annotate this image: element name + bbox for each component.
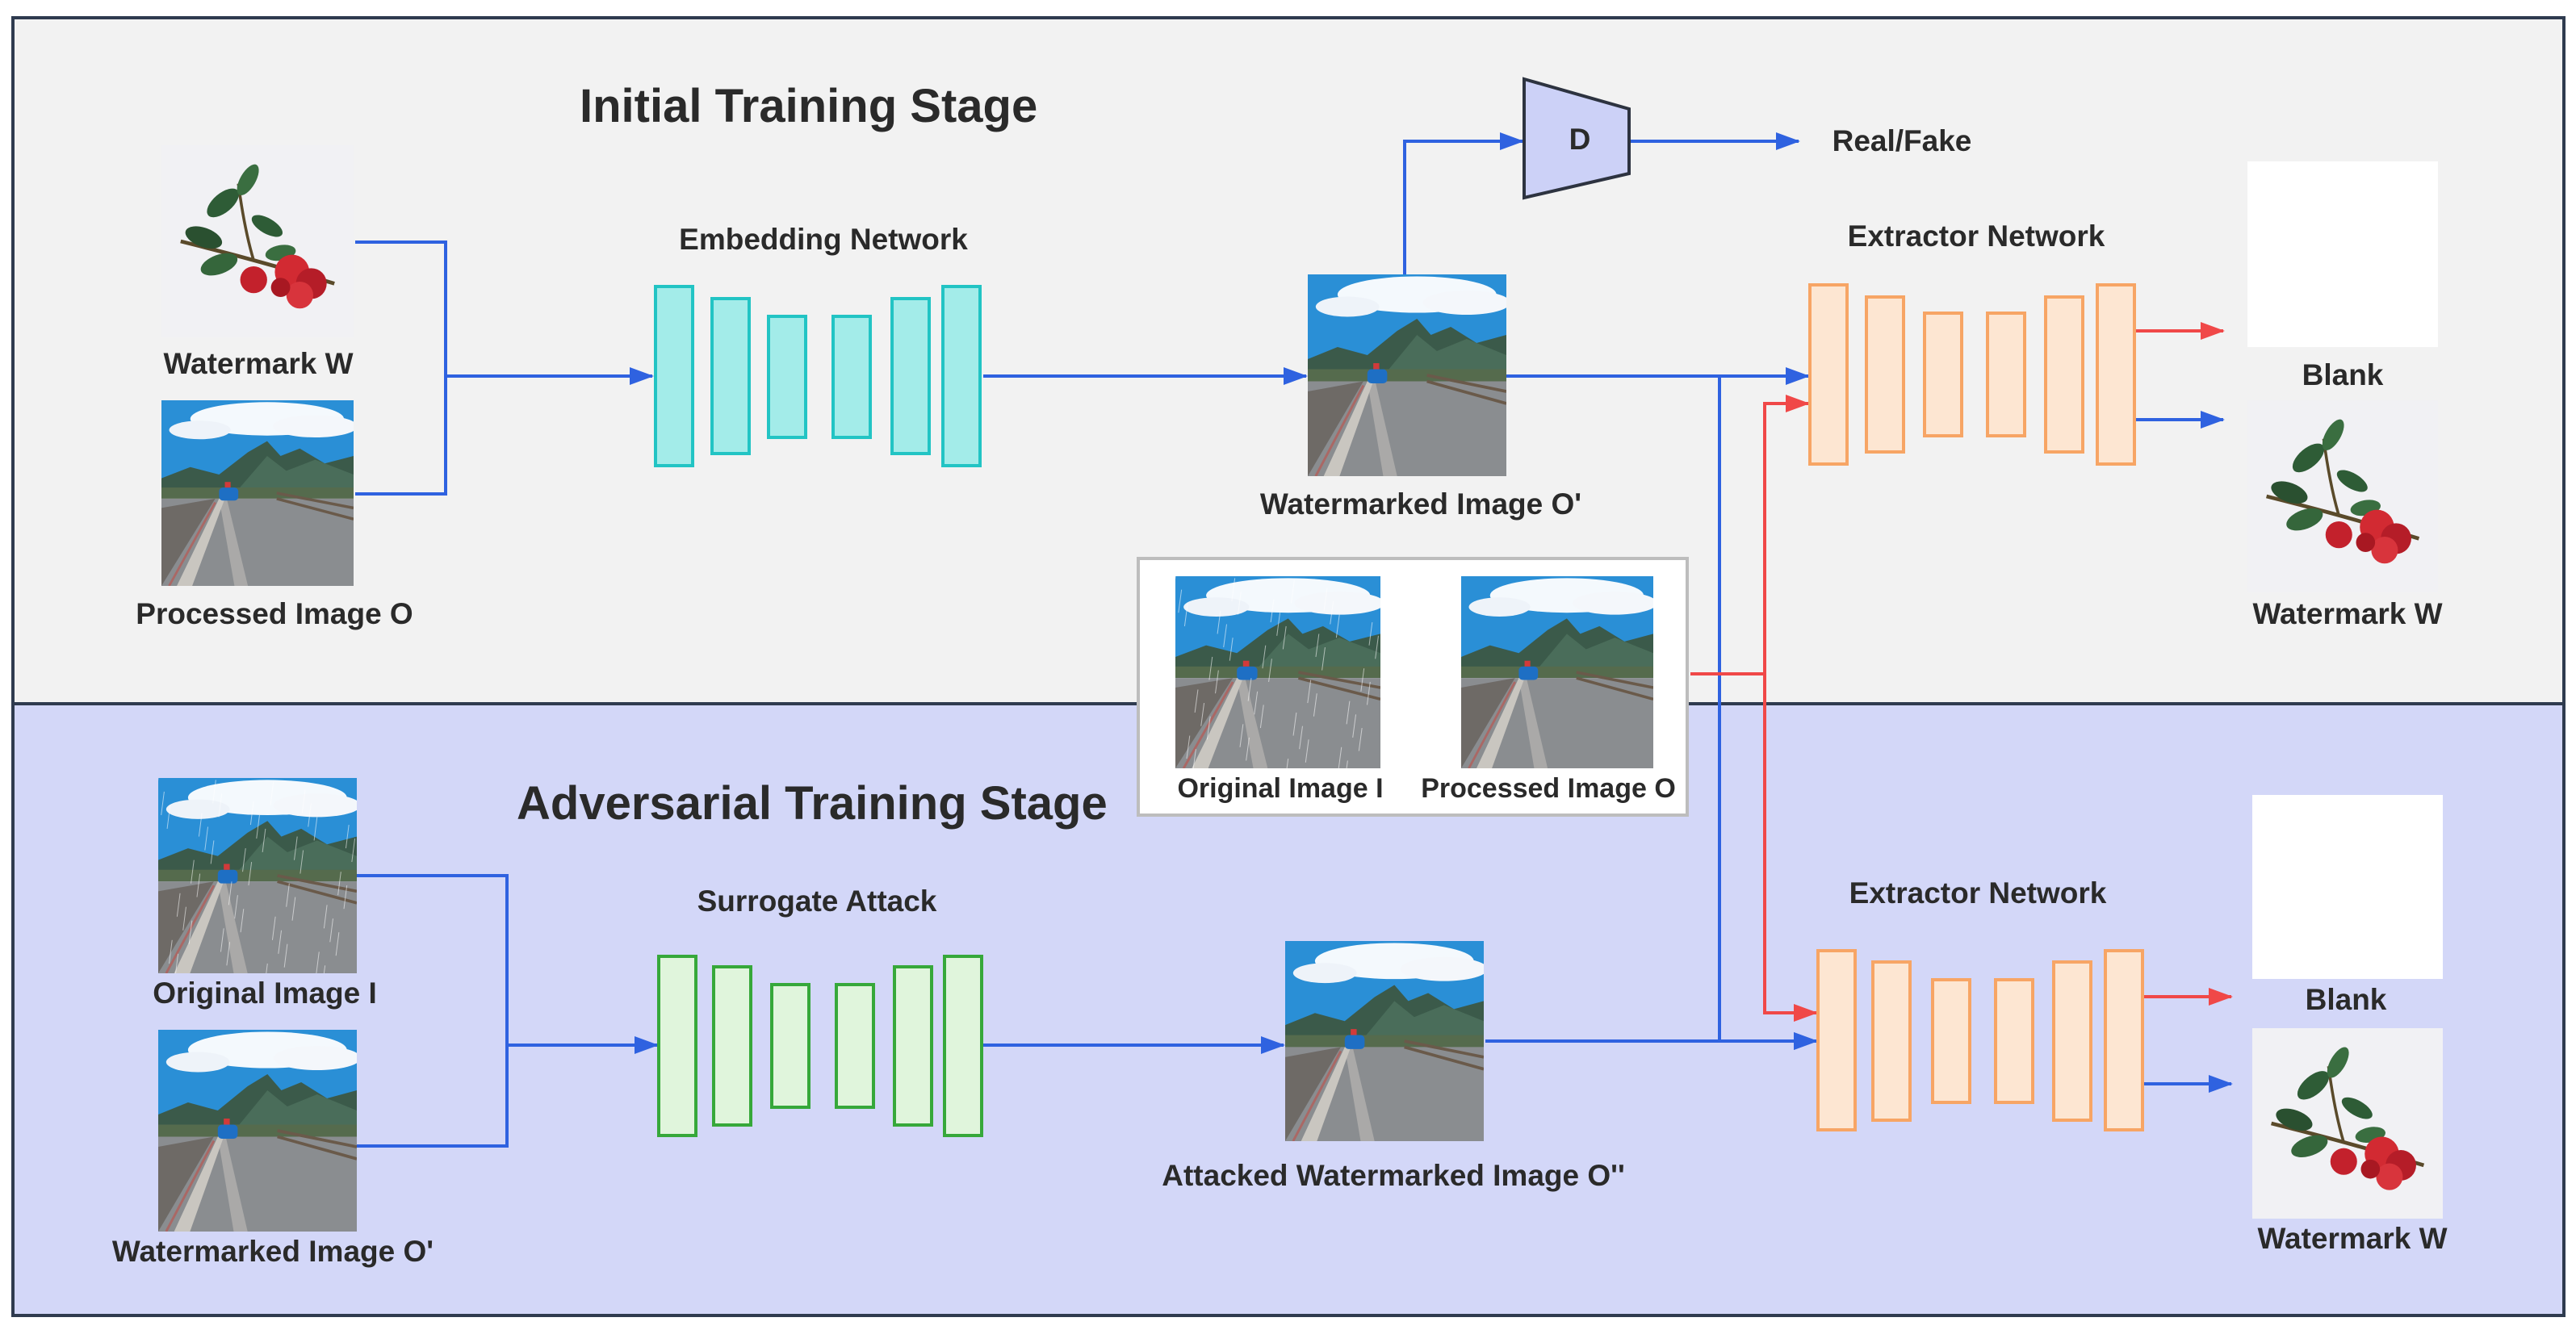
extractor-network-bottom-blocks <box>1816 949 2144 1131</box>
surrogate-attack-label: Surrogate Attack <box>697 885 937 918</box>
adversarial-training-stage-title: Adversarial Training Stage <box>517 777 1108 830</box>
embedding-network-blocks <box>654 285 982 467</box>
extractor-top-layer-5 <box>2044 295 2084 454</box>
extractor-bottom-layer-5 <box>2052 960 2092 1122</box>
processed-image-o-input-label: Processed Image O <box>136 597 413 630</box>
surrogate-layer-1 <box>657 955 697 1137</box>
extractor-top-layer-1 <box>1808 283 1849 466</box>
embedding-network-label: Embedding Network <box>679 223 968 256</box>
surrogate-layer-6 <box>943 955 983 1137</box>
extractor-bottom-layer-4 <box>1994 978 2034 1104</box>
watermark-w-input-image <box>161 145 354 337</box>
extractor-network-top-blocks <box>1808 283 2136 466</box>
surrogate-attack-blocks <box>657 955 983 1137</box>
blank-bottom-image <box>2252 795 2443 979</box>
outer-border <box>11 16 2566 1317</box>
original-image-i-input-label: Original Image I <box>153 977 377 1010</box>
processed-image-o-input-image <box>161 400 354 586</box>
surrogate-layer-2 <box>712 965 752 1127</box>
inset-original-image <box>1175 576 1380 768</box>
watermark-w-bottom-output-image <box>2252 1028 2443 1219</box>
attacked-watermarked-image-label: Attacked Watermarked Image O'' <box>1162 1159 1625 1192</box>
watermark-w-top-output-image <box>2247 400 2438 592</box>
bottom-arrows <box>355 874 2233 1148</box>
watermark-w-top-output-label: Watermark W <box>2252 597 2443 630</box>
initial-training-stage-title: Initial Training Stage <box>580 80 1038 132</box>
extractor-top-layer-2 <box>1865 295 1905 454</box>
embedding-layer-3 <box>767 315 807 439</box>
blank-bottom-label: Blank <box>2305 983 2387 1016</box>
embedding-layer-1 <box>654 285 694 467</box>
embedding-layer-4 <box>831 315 872 439</box>
blank-top-image <box>2247 161 2438 347</box>
embedding-layer-2 <box>710 297 751 455</box>
extractor-network-bottom-label: Extractor Network <box>1849 876 2107 910</box>
surrogate-layer-4 <box>835 983 875 1109</box>
extractor-bottom-layer-2 <box>1871 960 1912 1122</box>
watermarked-image-label: Watermarked Image O' <box>1259 487 1582 521</box>
watermarked-image-input-image <box>158 1030 357 1232</box>
real-fake-label: Real/Fake <box>1832 124 1972 157</box>
discriminator-shape <box>1523 77 1631 200</box>
embedding-layer-5 <box>890 297 931 455</box>
extractor-top-layer-4 <box>1986 312 2026 437</box>
attacked-watermarked-image <box>1285 941 1484 1141</box>
inset-original-label: Original Image I <box>1177 773 1384 804</box>
watermark-w-input-label: Watermark W <box>163 347 354 380</box>
embedding-layer-6 <box>941 285 982 467</box>
extractor-bottom-layer-3 <box>1931 978 1971 1104</box>
inset-processed-label: Processed Image O <box>1421 773 1676 804</box>
watermarked-image-o-prime <box>1308 274 1506 476</box>
inset-processed-image <box>1461 576 1653 768</box>
original-image-i-input-image <box>158 778 357 973</box>
extractor-network-top-label: Extractor Network <box>1847 220 2105 253</box>
extractor-bottom-layer-1 <box>1816 949 1857 1131</box>
surrogate-layer-3 <box>770 983 810 1109</box>
watermarked-image-input-label: Watermarked Image O' <box>111 1235 434 1268</box>
extractor-bottom-layer-6 <box>2104 949 2144 1131</box>
discriminator-label: D <box>1569 123 1591 156</box>
red-arrows <box>1690 322 2233 1022</box>
surrogate-layer-5 <box>893 965 933 1127</box>
extractor-top-layer-3 <box>1923 312 1963 437</box>
watermark-w-bottom-output-label: Watermark W <box>2257 1222 2448 1255</box>
blank-top-label: Blank <box>2302 358 2384 391</box>
extractor-top-layer-6 <box>2096 283 2136 466</box>
